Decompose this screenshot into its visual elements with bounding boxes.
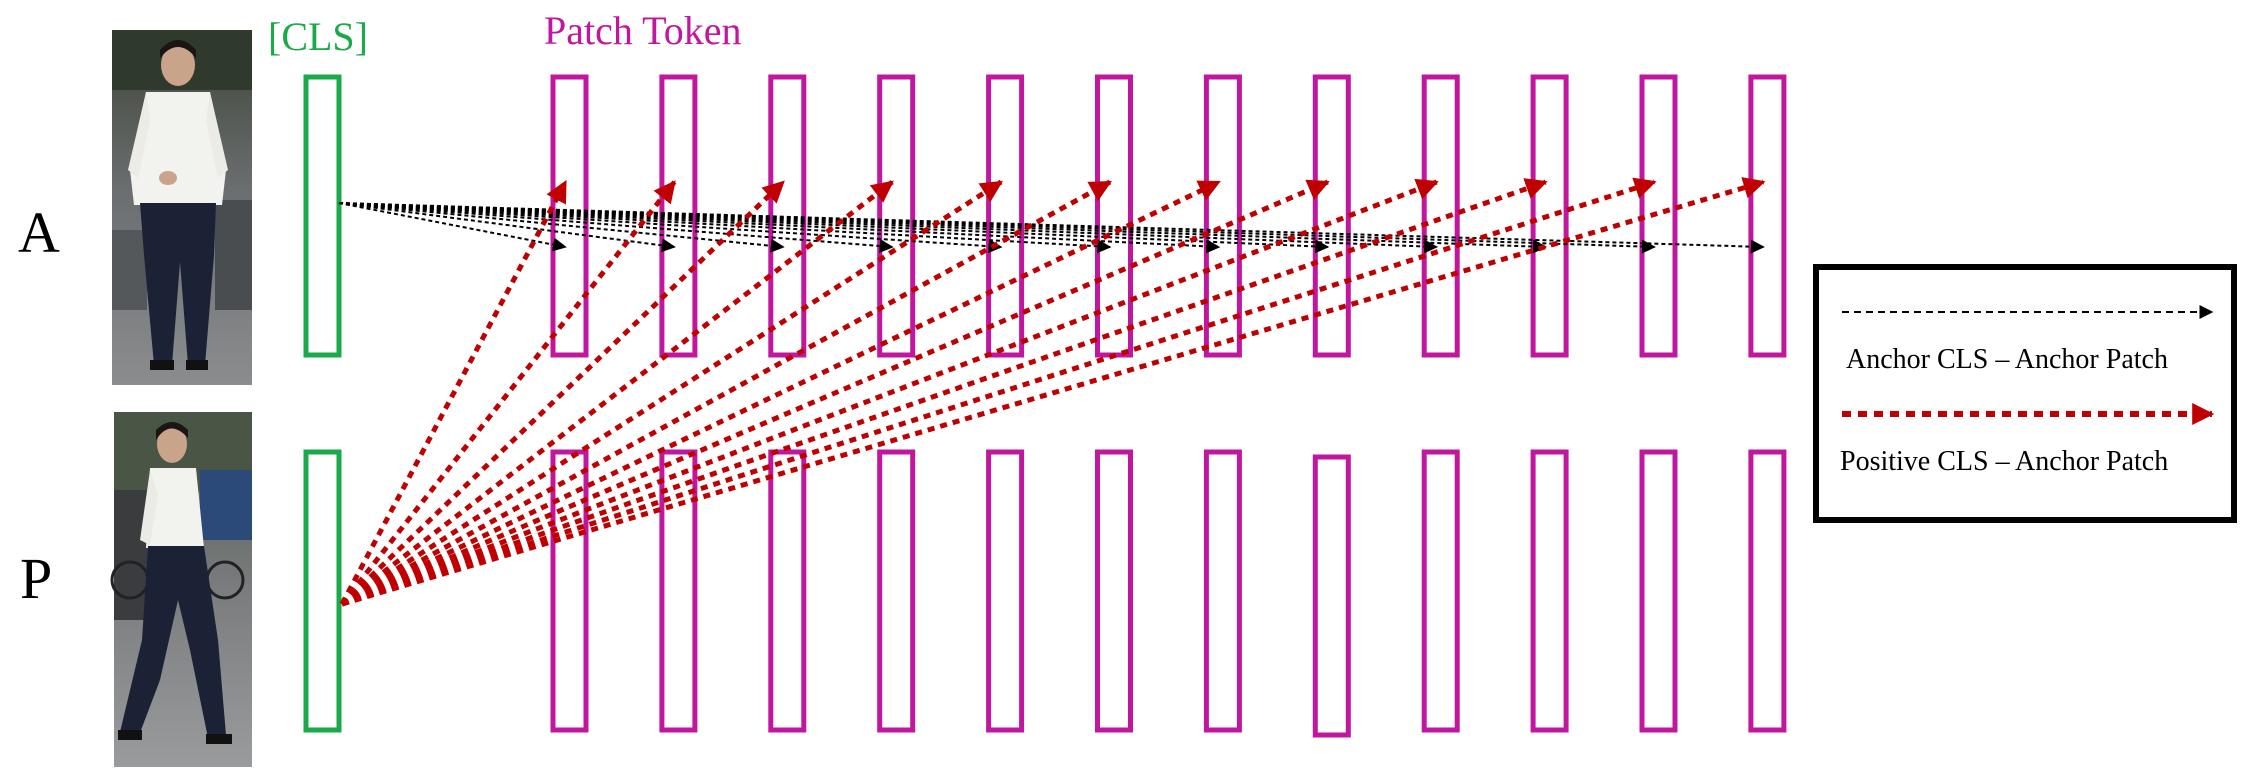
anchor-arrow xyxy=(338,202,785,253)
positive-patch-token xyxy=(659,449,698,733)
positive-cls-to-anchor-patch-arrows xyxy=(339,177,1766,607)
legend: Anchor CLS – Anchor Patch Positive CLS –… xyxy=(1813,264,2237,523)
positive-patch-token xyxy=(1421,449,1460,733)
positive-patch-token xyxy=(1203,449,1242,733)
positive-arrow xyxy=(340,179,1112,607)
anchor-patch-token xyxy=(1530,74,1569,358)
positive-arrow xyxy=(341,178,1548,607)
positive-patch-token xyxy=(1639,449,1678,733)
anchor-patch-token xyxy=(986,74,1025,358)
anchor-arrow xyxy=(338,202,567,252)
positive-arrow xyxy=(340,179,1003,607)
anchor-arrow xyxy=(338,202,1003,254)
row-label-positive: P xyxy=(20,546,52,611)
anchor-patch-token xyxy=(1203,74,1242,358)
row-label-anchor: A xyxy=(18,200,60,265)
anchor-patch-token xyxy=(1312,74,1351,358)
anchor-person-photo xyxy=(112,30,252,385)
anchor-arrow xyxy=(338,202,676,253)
positive-arrow xyxy=(340,180,786,606)
anchor-patch-token xyxy=(877,74,916,358)
positive-person-photo xyxy=(110,412,252,767)
patch-token-label: Patch Token xyxy=(544,8,742,53)
anchor-patch-token xyxy=(1095,74,1133,358)
anchor-cls-to-anchor-patch-arrows xyxy=(338,202,1765,254)
positive-patch-token xyxy=(877,449,916,733)
cls-token-positive xyxy=(303,449,342,733)
positive-arrow xyxy=(341,178,1439,607)
cls-token-anchor xyxy=(303,74,342,358)
anchor-arrow xyxy=(338,202,1221,254)
positive-patch-tokens xyxy=(550,449,1787,738)
anchor-patch-token xyxy=(1748,74,1787,358)
positive-arrow xyxy=(340,180,677,606)
positive-patch-token xyxy=(1530,449,1569,733)
positive-patch-token xyxy=(986,449,1025,733)
anchor-arrow xyxy=(338,202,1547,254)
anchor-patch-token xyxy=(768,74,807,358)
positive-patch-token xyxy=(1095,449,1133,733)
anchor-patch-token xyxy=(1639,74,1678,358)
legend-positive-label: Positive CLS – Anchor Patch xyxy=(1840,446,2168,477)
cls-label: [CLS] xyxy=(268,14,368,59)
positive-arrow xyxy=(340,180,894,606)
legend-anchor-label: Anchor CLS – Anchor Patch xyxy=(1846,344,2168,375)
positive-patch-token xyxy=(550,449,589,733)
positive-patch-token xyxy=(1312,454,1351,738)
positive-arrow xyxy=(340,179,1221,607)
positive-patch-token xyxy=(768,449,807,733)
positive-arrow xyxy=(339,180,568,606)
positive-arrow xyxy=(341,177,1766,607)
anchor-arrow xyxy=(338,202,894,253)
positive-arrow xyxy=(341,177,1657,607)
legend-box xyxy=(1813,264,2237,523)
positive-arrow xyxy=(341,179,1330,607)
positive-patch-token xyxy=(1748,449,1787,733)
anchor-patch-token xyxy=(1421,74,1460,358)
